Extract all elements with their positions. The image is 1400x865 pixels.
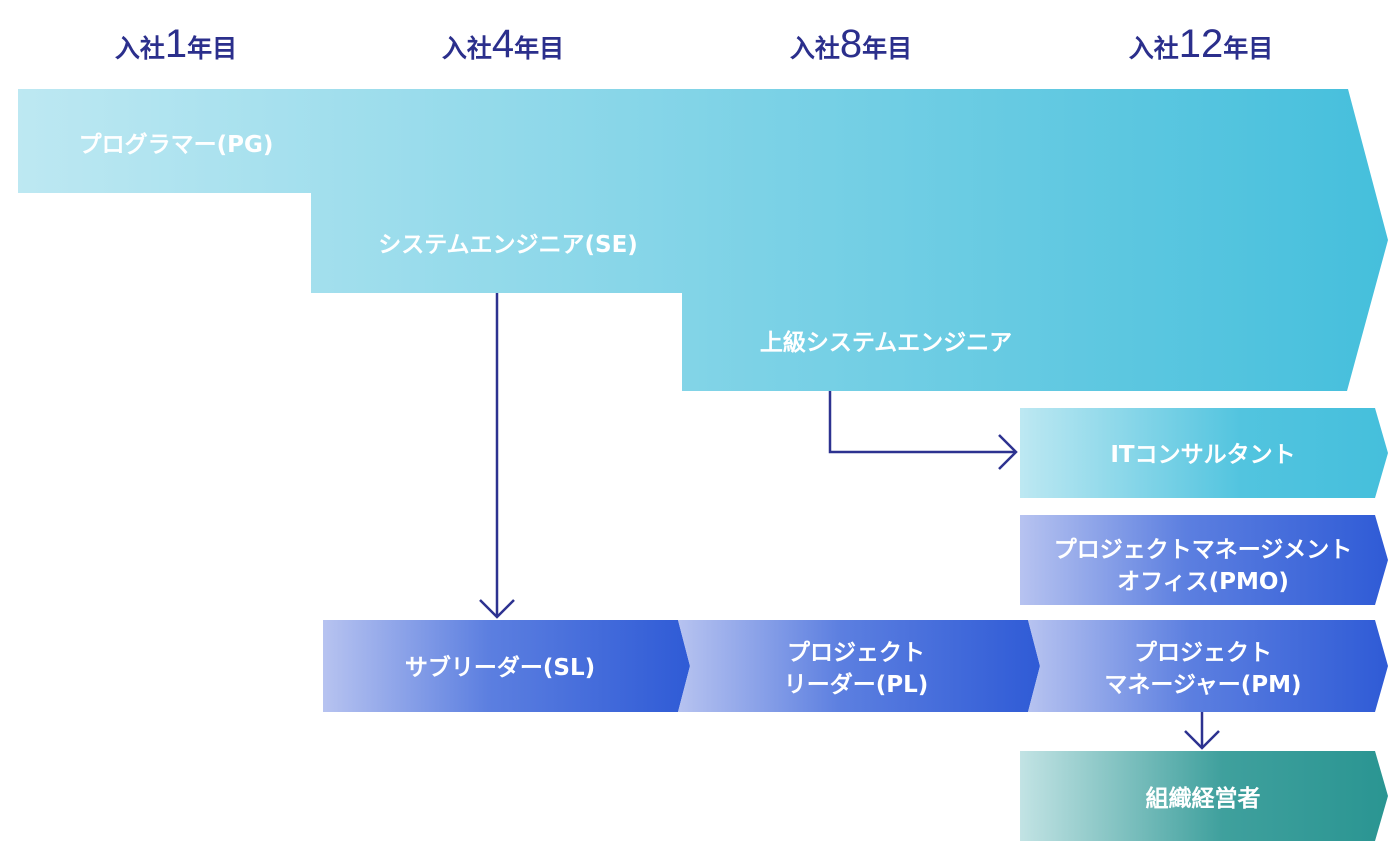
year-number: 4 <box>492 22 514 66</box>
svg-text:入社8年目: 入社8年目 <box>790 22 912 66</box>
stage-senior-system-engineer: 上級システムエンジニア <box>760 329 1012 356</box>
stage-it-consultant: ITコンサルタント <box>1110 442 1295 468</box>
stage-pmo-line1: プロジェクトマネージメント <box>1054 537 1353 563</box>
year-suffix: 年目 <box>187 34 237 63</box>
stage-system-engineer: システムエンジニア(SE) <box>378 232 638 258</box>
chevron-project-leader <box>678 620 1040 712</box>
year-number: 12 <box>1179 22 1224 66</box>
year-number: 8 <box>840 22 862 66</box>
box-pmo <box>1020 515 1388 605</box>
year-prefix: 入社 <box>115 34 165 63</box>
svg-text:入社1年目: 入社1年目 <box>115 22 237 66</box>
year-prefix: 入社 <box>442 34 492 63</box>
stage-programmer: プログラマー(PG) <box>79 131 274 158</box>
year-prefix: 入社 <box>790 34 840 63</box>
stage-project-manager-line1: プロジェクト <box>1134 640 1272 666</box>
svg-text:入社4年目: 入社4年目 <box>442 22 564 66</box>
year-heading-8: 入社8年目 <box>790 22 912 66</box>
year-suffix: 年目 <box>514 34 564 63</box>
arrow-senior-se-to-it-consultant <box>828 391 1018 470</box>
main-career-arrow <box>18 89 1388 391</box>
year-heading-12: 入社12年目 <box>1129 22 1274 66</box>
arrow-pm-to-executive <box>1184 712 1220 750</box>
chevron-project-manager <box>1028 620 1388 712</box>
stage-pmo-line2: オフィス(PMO) <box>1117 569 1289 595</box>
year-prefix: 入社 <box>1129 34 1179 63</box>
svg-text:入社12年目: 入社12年目 <box>1129 22 1274 66</box>
arrow-se-to-sl <box>479 293 515 619</box>
stage-project-manager-line2: マネージャー(PM) <box>1104 672 1301 698</box>
year-heading-4: 入社4年目 <box>442 22 564 66</box>
box-executive <box>1020 751 1388 841</box>
chevron-sub-leader <box>323 620 690 712</box>
year-heading-1: 入社1年目 <box>115 22 237 66</box>
year-suffix: 年目 <box>1223 34 1273 63</box>
stage-sub-leader: サブリーダー(SL) <box>405 654 595 681</box>
box-it-consultant <box>1020 408 1388 498</box>
stage-project-leader-line2: リーダー(PL) <box>784 671 929 698</box>
year-suffix: 年目 <box>862 34 912 63</box>
year-number: 1 <box>165 22 187 66</box>
stage-project-leader-line1: プロジェクト <box>787 640 925 666</box>
stage-executive: 組織経営者 <box>1146 785 1261 812</box>
